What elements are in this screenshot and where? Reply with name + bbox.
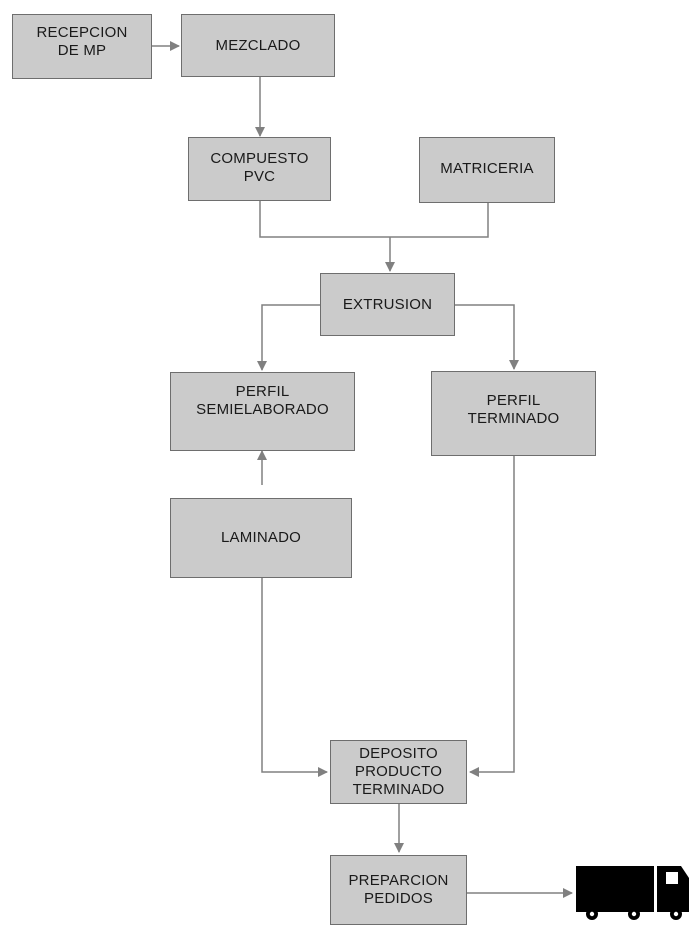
edge-laminado-deposito	[261, 578, 328, 777]
edge-extrusion-perfil-term	[455, 304, 519, 370]
node-label-line: PRODUCTO	[354, 763, 443, 780]
node-compuesto-pvc: COMPUESTO PVC	[188, 137, 331, 201]
edge-extrusion-perfil-semi	[257, 304, 320, 371]
node-perfil-semielaborado: PERFIL SEMIELABORADO	[170, 372, 355, 451]
node-label-line: PERFIL	[486, 392, 541, 409]
node-label-line: PVC	[243, 168, 276, 185]
node-preparcion-pedidos: PREPARCION PEDIDOS	[330, 855, 467, 925]
node-label-line: DE MP	[57, 42, 107, 59]
node-deposito-producto-terminado: DEPOSITO PRODUCTO TERMINADO	[330, 740, 467, 804]
edge-perfil-term-deposito	[469, 456, 515, 777]
node-mezclado: MEZCLADO	[181, 14, 335, 77]
node-label-line: TERMINADO	[467, 410, 560, 427]
node-label-line: PEDIDOS	[364, 890, 433, 907]
node-recepcion-de-mp: RECEPCION DE MP	[12, 14, 152, 79]
edge-compuesto-join	[259, 201, 390, 238]
node-label-line: TERMINADO	[352, 781, 445, 798]
node-label-line: EXTRUSION	[342, 295, 433, 313]
node-label-line: MATRICERIA	[440, 160, 534, 177]
truck-icon	[576, 866, 689, 920]
node-label-line: LAMINADO	[221, 529, 301, 546]
node-label-line: COMPUESTO	[210, 150, 309, 167]
node-label-line: SEMIELABORADO	[196, 401, 329, 418]
node-label-line: PERFIL	[235, 383, 290, 400]
edge-matriceria-join	[390, 203, 489, 238]
node-extrusion: EXTRUSION	[320, 273, 455, 336]
node-label-line: PREPARCION	[348, 872, 449, 889]
node-label-line: MEZCLADO	[215, 37, 301, 54]
node-label-line: RECEPCION	[36, 24, 128, 41]
node-laminado: LAMINADO	[170, 498, 352, 578]
node-perfil-terminado: PERFIL TERMINADO	[431, 371, 596, 456]
node-label-line: DEPOSITO	[359, 745, 438, 762]
node-matriceria: MATRICERIA	[419, 137, 555, 203]
